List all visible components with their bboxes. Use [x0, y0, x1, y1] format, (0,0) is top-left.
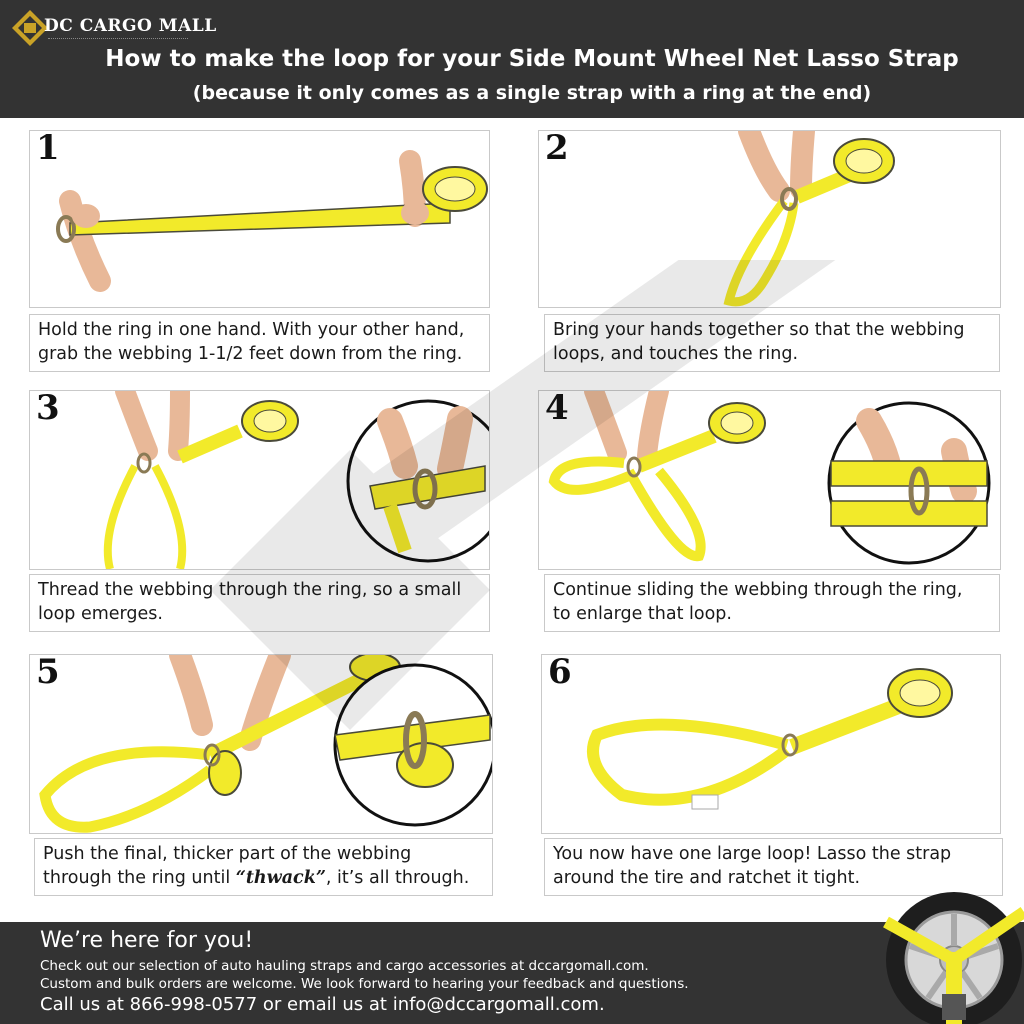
footer-contact: Call us at 866-998-0577 or email us at i…	[40, 994, 605, 1015]
step-4-number: 4	[545, 390, 569, 428]
strap-thread-illustration	[103, 391, 489, 569]
footer-line-2: Custom and bulk orders are welcome. We l…	[40, 976, 689, 992]
step-5-image: 5	[29, 654, 493, 834]
step-4-caption: Continue sliding the webbing through the…	[544, 574, 1000, 632]
step-6-caption-line-1: You now have one large loop! Lasso the s…	[553, 844, 952, 864]
step-6-number: 6	[548, 654, 572, 692]
step-1-image: 1	[29, 130, 490, 308]
step-3-number: 3	[36, 390, 60, 428]
step-2-image: 2	[538, 130, 1001, 308]
step-6-caption-line-2: around the tire and ratchet it tight.	[553, 868, 861, 888]
step-5-caption-line-2-end: , it’s all through.	[325, 868, 470, 888]
step-1-number: 1	[36, 130, 60, 168]
strap-straight-illustration	[56, 150, 488, 292]
page-subtitle: (because it only comes as a single strap…	[192, 82, 872, 104]
step-1-caption-line-2: grab the webbing 1-1/2 feet down from th…	[38, 344, 463, 364]
step-6-image: 6	[541, 654, 1001, 834]
step-5-caption-emphasis: “thwack”	[235, 868, 326, 888]
step-4-caption-line-1: Continue sliding the webbing through the…	[553, 580, 963, 600]
tire-icon	[883, 892, 1024, 1024]
step-3-image: 3	[29, 390, 490, 570]
strap-finished-loop-illustration	[587, 668, 953, 810]
logo-badge-icon	[12, 10, 48, 46]
step-2-caption-line-1: Bring your hands together so that the we…	[553, 320, 965, 340]
step-4-caption-line-2: to enlarge that loop.	[553, 604, 732, 624]
step-3-caption-line-1: Thread the webbing through the ring, so …	[38, 580, 462, 600]
step-5-caption: Push the final, thicker part of the webb…	[34, 838, 493, 896]
step-5-caption-line-2: through the ring until “thwack”, it’s al…	[43, 866, 492, 890]
strap-loop-illustration	[723, 131, 895, 307]
step-5-number: 5	[36, 654, 60, 692]
step-1-caption-line-1: Hold the ring in one hand. With your oth…	[38, 320, 465, 340]
step-1-caption: Hold the ring in one hand. With your oth…	[29, 314, 490, 372]
step-6-caption: You now have one large loop! Lasso the s…	[544, 838, 1003, 896]
page-title: How to make the loop for your Side Mount…	[105, 46, 959, 72]
strap-enlarge-illustration	[548, 391, 991, 565]
step-5-caption-line-2-start: through the ring until	[43, 868, 236, 888]
header-banner: DC CARGO MALL How to make the loop for y…	[0, 0, 1024, 118]
step-2-caption-line-2: loops, and touches the ring.	[553, 344, 799, 364]
step-4-image: 4	[538, 390, 1001, 570]
footer-heading: We’re here for you!	[40, 928, 254, 953]
step-3-caption: Thread the webbing through the ring, so …	[29, 574, 490, 632]
step-2-caption: Bring your hands together so that the we…	[544, 314, 1000, 372]
footer-banner: We’re here for you! Check out our select…	[0, 922, 1024, 1024]
strap-push-through-illustration	[39, 655, 492, 833]
footer-line-1: Check out our selection of auto hauling …	[40, 958, 649, 974]
step-2-number: 2	[545, 130, 569, 168]
logo-tagline-rule	[48, 38, 188, 42]
brand-logo[interactable]: DC CARGO MALL	[10, 8, 216, 48]
logo-text: DC CARGO MALL	[44, 16, 217, 36]
step-5-caption-line-1: Push the final, thicker part of the webb…	[43, 844, 412, 864]
step-3-caption-line-2: loop emerges.	[38, 604, 163, 624]
